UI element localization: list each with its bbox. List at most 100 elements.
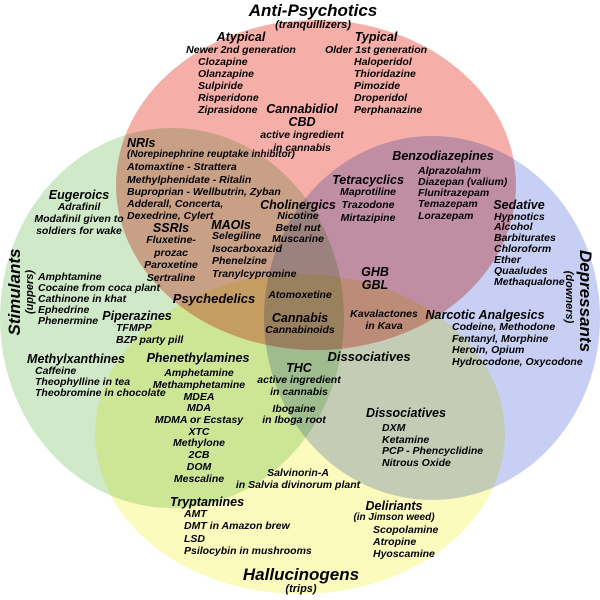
piperazines-header: Piperazines: [102, 310, 171, 323]
stimulant-items-line: Amphtamine: [38, 270, 102, 283]
narcotic-analgesics-items-line: Heroin, Opium: [452, 344, 525, 357]
typical-header-line: Older 1st generation: [324, 44, 428, 56]
title-hallucinogens-line: Hallucinogens: [242, 565, 360, 584]
benzodiazepines-header-line: Benzodiazepines: [392, 149, 494, 163]
cannabis-line: Cannabinoids: [265, 323, 335, 336]
stimulant-items-line: Ephedrine: [38, 303, 90, 316]
methylxanthines-items-line: Caffeine: [35, 364, 77, 377]
tryptamines-items-line: AMT: [184, 508, 207, 520]
sedative-header-line: Sedative: [493, 198, 545, 212]
sedative-items-line: Barbiturates: [494, 232, 556, 245]
phenethylamines-items-line: MDA: [187, 402, 211, 415]
piperazines-items-line: BZP party pill: [116, 334, 184, 346]
eugeroics-line: Eugeroics: [48, 188, 110, 202]
phenethylamines-items-line: 2CB: [188, 449, 210, 462]
dissociatives-mid: Dissociatives: [327, 350, 410, 364]
atypical-header-line: Newer 2nd generation: [186, 44, 296, 56]
subtitle-stimulants-line: (uppers): [24, 270, 36, 314]
title-stimulants: Stimulants: [5, 249, 24, 336]
dissociatives-right-header: Dissociatives: [366, 407, 446, 420]
nris: NRIs(Norepinephrine reuptake inhibitor)A…: [127, 136, 295, 223]
tetracyclics-line: Tetracyclics: [332, 172, 404, 187]
nris-line: NRIs: [127, 136, 156, 150]
set-ellipse-hallucinogens: [95, 274, 505, 594]
deliriants-items-line: Scopolamine: [373, 524, 439, 536]
salvinorin-line: in Salvia divinorum plant: [235, 478, 361, 491]
atomoxetine: Atomoxetine: [268, 289, 332, 301]
thc-line: in cannabis: [270, 386, 328, 398]
typical-items-line: Haloperidol: [354, 56, 412, 68]
eugeroics-line: Adrafinil: [57, 201, 101, 213]
tetracyclics-line: Mirtazipine: [340, 211, 396, 224]
dissociatives-right-items-line: PCP - Phencyclidine: [382, 445, 484, 458]
deliriants-items-line: Hyoscamine: [373, 548, 435, 560]
tryptamines-header-line: Tryptamines: [169, 494, 245, 509]
cannabidiol-line: active ingredient: [260, 129, 344, 141]
thc-line: THC: [286, 361, 312, 375]
dissociatives-right-items-line: Ketamine: [382, 433, 430, 446]
cholinergics-line: Muscarine: [272, 233, 324, 246]
ssris-line: Sertraline: [146, 271, 196, 284]
title-hallucinogens-line: (trips): [285, 583, 317, 595]
methylxanthines-header-line: Methylxanthines: [27, 351, 125, 366]
ssris-line: SSRIs: [152, 221, 190, 235]
sedative-items-line: Quaaludes: [494, 265, 548, 278]
phenethylamines-items-line: MDMA or Ecstasy: [154, 414, 244, 426]
stimulant-items-line: Cocaine from coca plant: [38, 281, 160, 294]
ghb-gbl-line: GBL: [361, 277, 389, 292]
narcotic-analgesics-items-line: Codeine, Methodone: [452, 321, 556, 334]
phenethylamines-items-line: Amphetamine: [164, 367, 234, 380]
kavalactones-line: in Kava: [365, 319, 403, 332]
eugeroics-line: soldiers for wake: [36, 225, 122, 237]
tetracyclics-line: Trazodone: [341, 199, 395, 212]
dissociatives-right-items-line: Nitrous Oxide: [382, 456, 451, 469]
sedative-header: Sedative: [493, 199, 544, 212]
title-anti-psychotics-line: (tranquillizers): [275, 19, 351, 31]
sedative-items-line: Ether: [494, 254, 521, 267]
deliriants-header-line: Deliriants: [365, 499, 423, 513]
eugeroics-line: Modafinil given to: [34, 213, 124, 225]
narcotic-analgesics-header: Narcotic Analgesics: [425, 308, 544, 322]
psychedelics: Psychedelics: [173, 292, 255, 306]
phenethylamines-header: Phenethylamines: [147, 351, 250, 365]
deliriants-items-line: Atropine: [373, 536, 417, 548]
piperazines-items-line: TFMPP: [116, 322, 152, 334]
tryptamines-items-line: Psilocybin in mushrooms: [184, 544, 312, 557]
benzodiazepines-items-line: Lorazepam: [418, 209, 474, 222]
cholinergics-line: Cholinergics: [260, 198, 336, 212]
atypical-items-line: Sulpiride: [198, 80, 243, 92]
maois-header: MAOIs: [211, 219, 251, 232]
cholinergics-line: Nicotine: [277, 210, 319, 223]
methylxanthines-header: Methylxanthines: [27, 351, 125, 366]
maois-items-line: Selegiline: [212, 230, 262, 242]
atypical-items-line: Clozapine: [198, 56, 248, 68]
phenethylamines-items-line: XTC: [188, 425, 210, 438]
typical-items-line: Pimozide: [354, 80, 401, 92]
cannabidiol-line: Cannabidiol: [266, 102, 338, 116]
phenethylamines-items-line: Methylone: [173, 437, 225, 450]
maois-header-line: MAOIs: [211, 218, 251, 232]
benzodiazepines-items-line: Alprazolahm: [418, 164, 482, 177]
nris-line: Methylphenidate - Ritalin: [127, 173, 252, 186]
nris-line: Buproprian - Wellbutrin, Zyban: [127, 185, 281, 198]
benzodiazepines-items-line: Diazepan (valium): [418, 175, 508, 188]
